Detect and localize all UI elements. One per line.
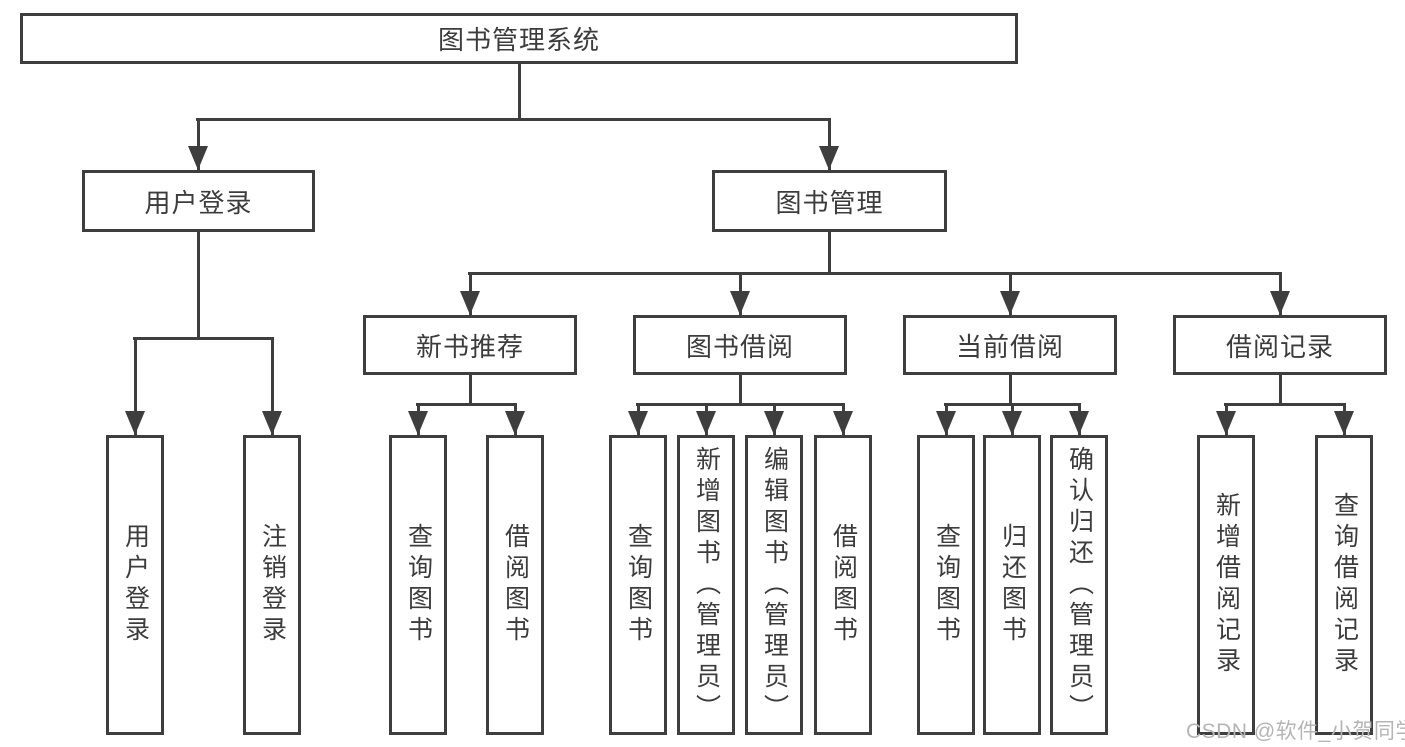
leaf-query-books-current-label: 查询图书 (932, 523, 961, 647)
connector-to-book-management (828, 118, 831, 170)
leaf-return-books: 归还图书 (983, 435, 1041, 735)
leaf-confirm-return-admin: 确认归还（管理员） (1050, 435, 1108, 735)
leaf-edit-books-admin-label: 编辑图书（管理员） (760, 445, 789, 725)
arrow-down-icon (764, 411, 784, 435)
leaf-query-books-recommend-label: 查询图书 (404, 523, 433, 647)
connector-root-stem (518, 64, 521, 118)
arrow-down-icon (408, 411, 428, 435)
node-user-login: 用户登录 (82, 170, 315, 232)
leaf-return-books-label: 归还图书 (998, 523, 1027, 647)
node-new-book-recommend: 新书推荐 (363, 315, 577, 375)
node-current-borrow: 当前借阅 (903, 315, 1117, 375)
connector-user-login-rail (133, 337, 274, 340)
leaf-add-books-admin: 新增图书（管理员） (677, 435, 735, 735)
connector-borrow-stem (739, 375, 742, 403)
arrow-down-icon (188, 146, 208, 170)
leaf-logout: 注销登录 (243, 435, 301, 735)
leaf-borrow-books-recommend-label: 借阅图书 (501, 523, 530, 647)
arrow-down-icon (1270, 291, 1290, 315)
connector-to-leaf-logout (271, 337, 274, 435)
connector-recommend-rail (416, 403, 517, 406)
leaf-query-borrow-record: 查询借阅记录 (1315, 435, 1373, 735)
connector-recommend-stem (469, 375, 472, 403)
leaf-query-books-borrow-label: 查询图书 (624, 523, 653, 647)
leaf-logout-label: 注销登录 (258, 523, 287, 647)
leaf-borrow-books-recommend: 借阅图书 (486, 435, 544, 735)
arrow-down-icon (730, 291, 750, 315)
node-book-borrow: 图书借阅 (633, 315, 847, 375)
connector-book-management-stem (828, 232, 831, 272)
leaf-user-login: 用户登录 (106, 435, 164, 735)
leaf-borrow-books-label: 借阅图书 (829, 523, 858, 647)
leaf-user-login-label: 用户登录 (121, 523, 150, 647)
connector-user-login-stem (197, 232, 200, 337)
arrow-down-icon (262, 411, 282, 435)
leaf-add-borrow-record: 新增借阅记录 (1197, 435, 1255, 735)
leaf-confirm-return-admin-label: 确认归还（管理员） (1065, 445, 1094, 725)
connector-to-user-login (197, 118, 200, 170)
arrow-down-icon (1216, 411, 1236, 435)
arrow-down-icon (1002, 411, 1022, 435)
leaf-add-books-admin-label: 新增图书（管理员） (692, 445, 721, 725)
leaf-edit-books-admin: 编辑图书（管理员） (745, 435, 803, 735)
arrow-down-icon (628, 411, 648, 435)
connector-root-rail (196, 118, 831, 121)
csdn-watermark: CSDN @软件_小贺同学 (1186, 720, 1405, 743)
arrow-down-icon (696, 411, 716, 435)
connector-book-management-rail (468, 272, 1282, 275)
connector-records-stem (1279, 375, 1282, 403)
arrow-down-icon (936, 411, 956, 435)
arrow-down-icon (460, 291, 480, 315)
arrow-down-icon (819, 146, 839, 170)
leaf-query-books-recommend: 查询图书 (389, 435, 447, 735)
leaf-query-books-current: 查询图书 (917, 435, 975, 735)
leaf-borrow-books: 借阅图书 (814, 435, 872, 735)
arrow-down-icon (1069, 411, 1089, 435)
arrow-down-icon (833, 411, 853, 435)
node-book-management: 图书管理 (712, 170, 947, 232)
leaf-query-borrow-record-label: 查询借阅记录 (1330, 492, 1359, 678)
connector-records-rail (1224, 403, 1346, 406)
node-borrow-records: 借阅记录 (1173, 315, 1387, 375)
leaf-add-borrow-record-label: 新增借阅记录 (1212, 492, 1241, 678)
connector-borrow-rail (636, 403, 845, 406)
leaf-query-books-borrow: 查询图书 (609, 435, 667, 735)
connector-to-leaf-user-login (134, 337, 137, 435)
connector-current-stem (1009, 375, 1012, 403)
arrow-down-icon (1000, 291, 1020, 315)
node-library-management-system: 图书管理系统 (20, 13, 1018, 64)
arrow-down-icon (1334, 411, 1354, 435)
arrow-down-icon (505, 411, 525, 435)
arrow-down-icon (125, 411, 145, 435)
